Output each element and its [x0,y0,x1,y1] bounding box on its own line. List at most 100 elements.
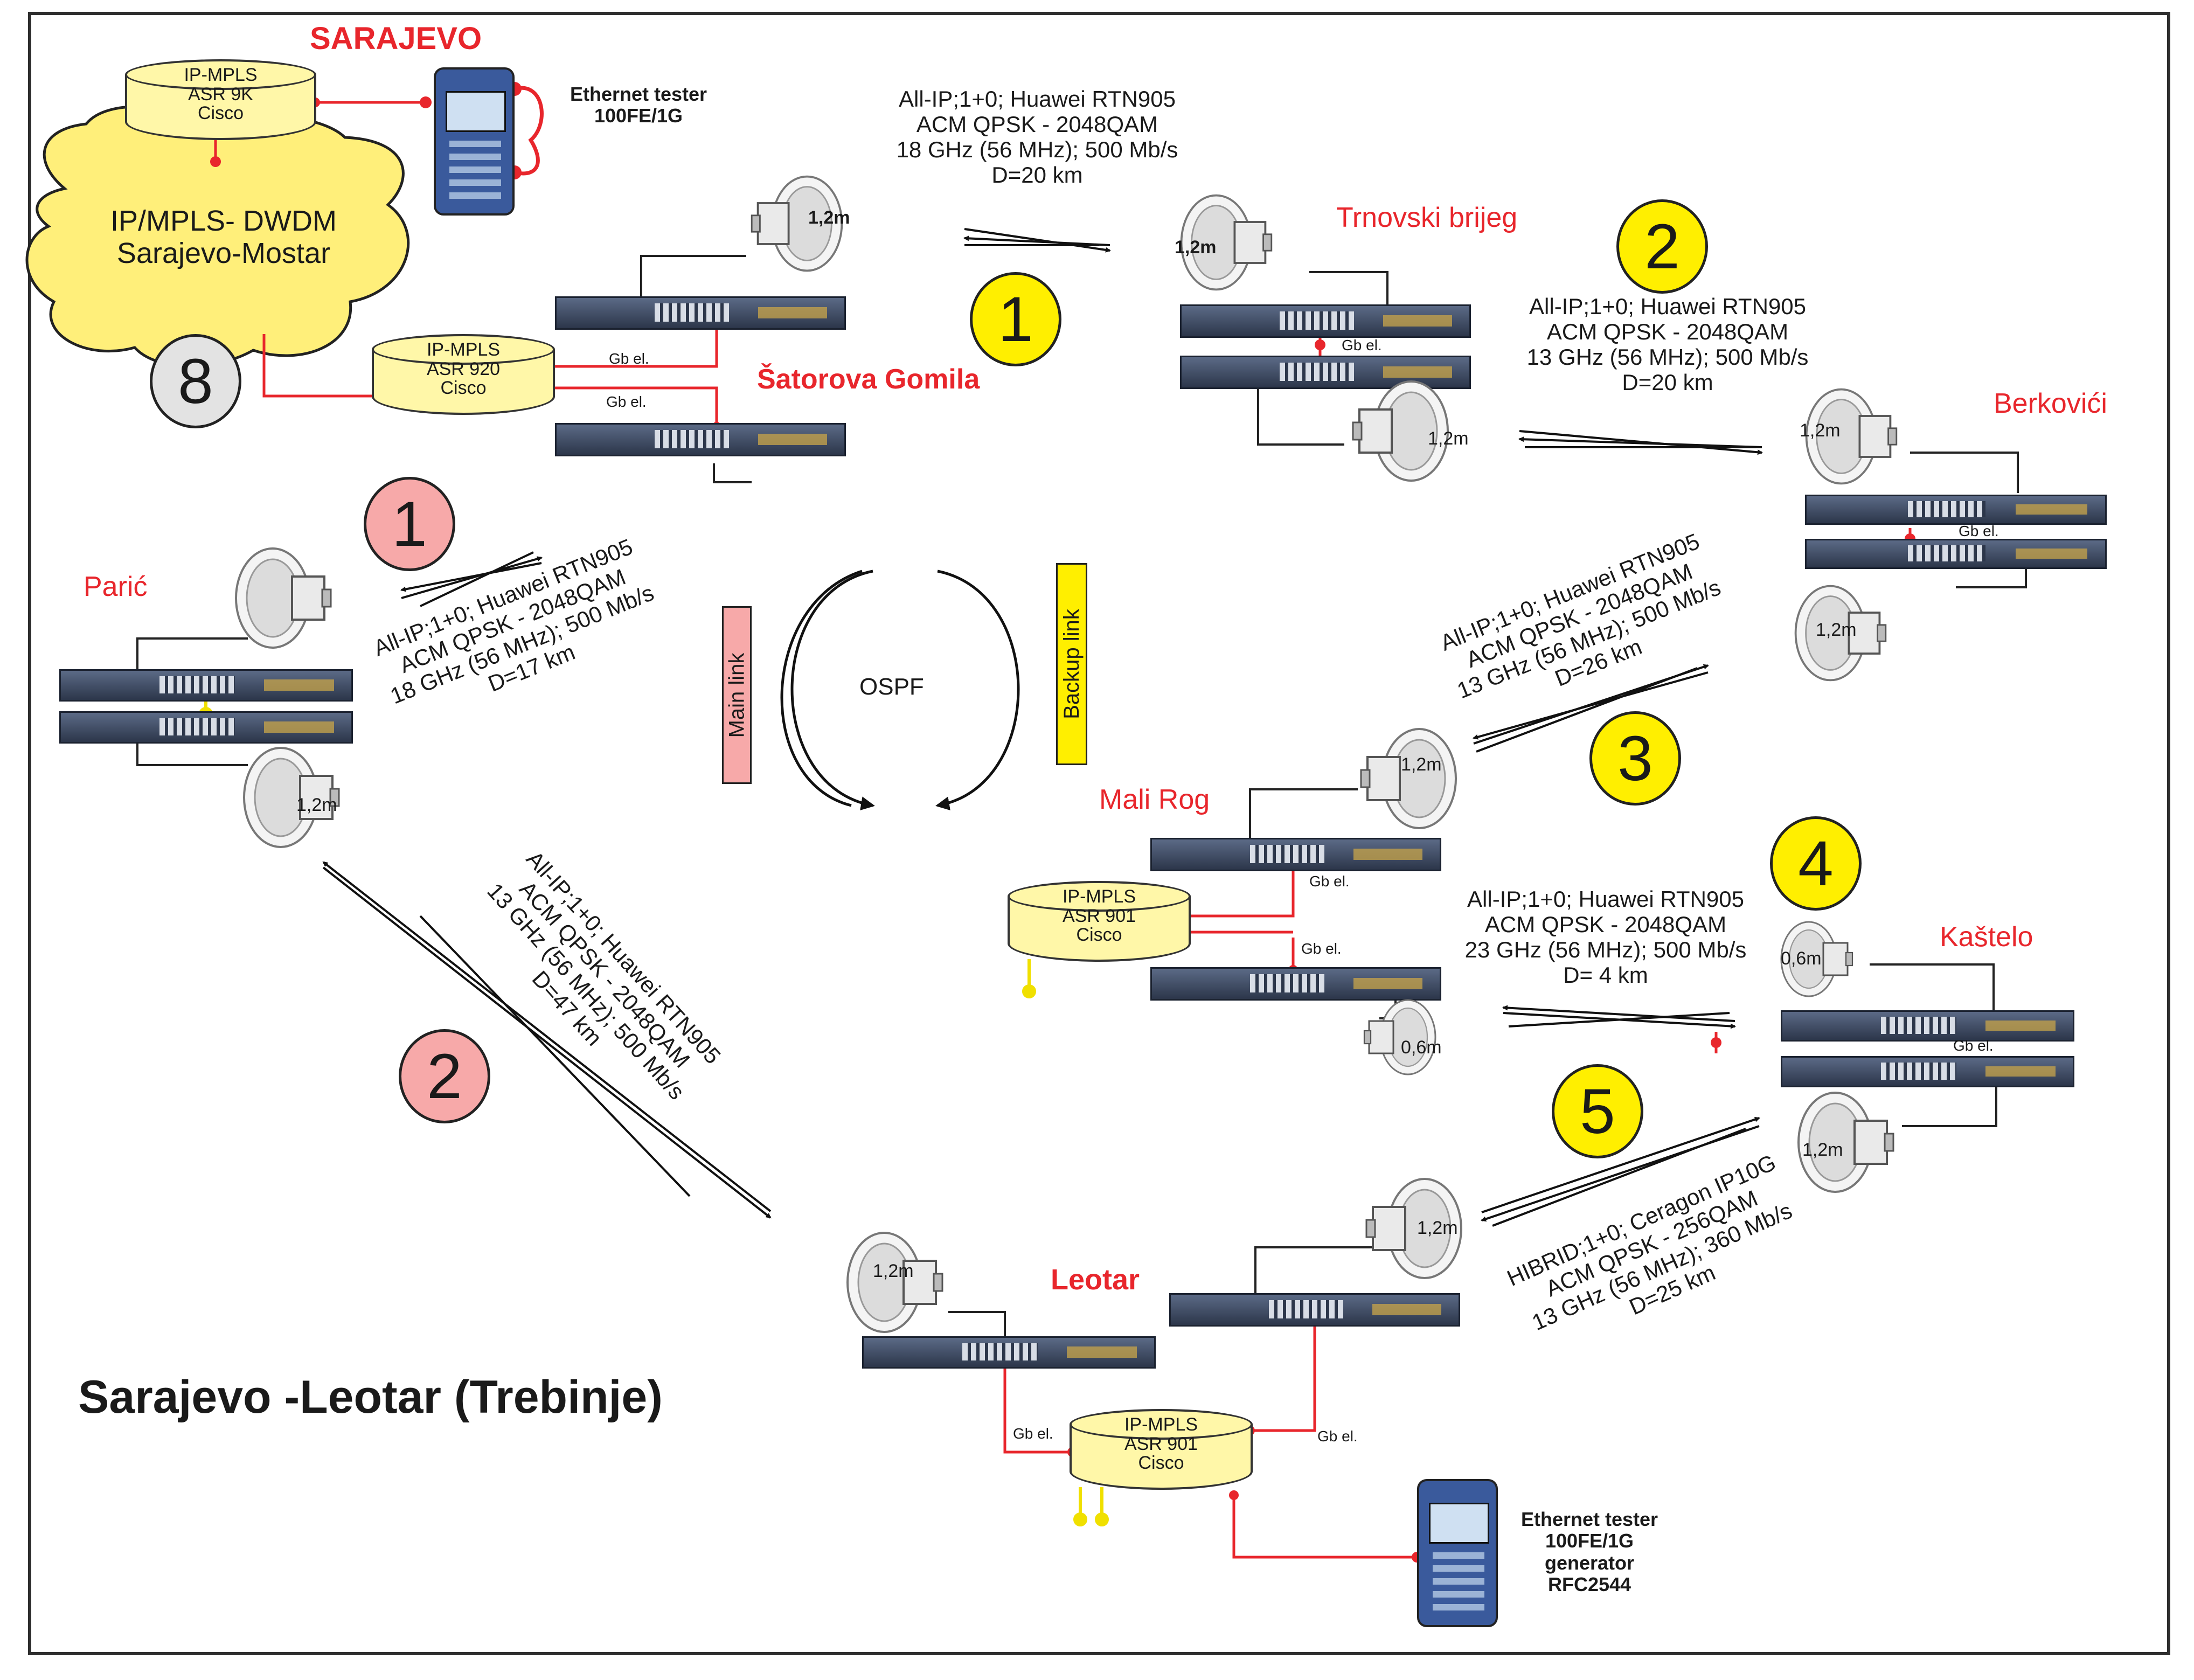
dish-antenna-icon [232,544,339,652]
gb-label: Gb el. [1953,1037,1994,1054]
ethernet-tester-device [434,67,515,216]
antenna-size-label: 1,2m [1401,754,1442,775]
hop-3-marker: 3 [1589,711,1681,806]
antenna-size-label: 1,2m [1175,237,1217,258]
hop-8-marker: 8 [150,334,241,428]
gb-label: Gb el. [1309,873,1350,890]
idu-unit [555,296,846,330]
site-leotar: Leotar [1051,1264,1140,1296]
link-line: All-IP;1+0; Huawei RTN905 [1529,294,1806,319]
tester-line: 100FE/1G [1545,1530,1634,1552]
site-kastelo: Kaštelo [1940,921,2033,953]
antenna-size-label: 1,2m [873,1261,914,1281]
backup-hop-1-marker: 1 [364,477,455,571]
hop-1-marker: 1 [970,272,1061,366]
antenna-size-label: 1,2m [808,207,850,228]
hop-4-marker: 4 [1770,816,1862,911]
tester-label-bottom: Ethernet tester 100FE/1G generator RFC25… [1503,1508,1676,1595]
cloud-label: IP/MPLS- DWDM Sarajevo-Mostar [102,205,345,270]
router-vendor: Cisco [440,378,487,399]
link-line: D=20 km [1622,370,1713,395]
link-line: ACM QPSK - 2048QAM [916,112,1158,137]
radio-link-arrows [322,228,1763,1227]
router-model: ASR 920 [426,358,501,379]
site-berkovici: Berkovići [1994,388,2107,419]
antenna-size-label: 1,2m [296,795,337,815]
site-sarajevo: SARAJEVO [310,21,482,56]
idu-unit [1180,304,1471,338]
idu-unit [59,711,353,744]
idu-unit [555,423,846,456]
dish-antenna-icon [240,744,348,851]
antenna-size-label: 1,2m [1816,620,1857,640]
link-line: D= 4 km [1563,962,1648,988]
router-label: IP-MPLS [1062,886,1136,907]
ospf-arrows [780,570,1020,810]
link-line: 13 GHz (56 MHz); 500 Mb/s [1526,344,1809,370]
idu-unit [862,1336,1156,1369]
gb-label: Gb el. [1013,1425,1053,1442]
link-line: ACM QPSK - 2048QAM [1546,319,1789,345]
idu-unit [1150,838,1441,871]
antenna-size-label: 1,2m [1428,428,1469,449]
gb-label: Gb el. [1959,523,1999,539]
router-label: IP-MPLS [1124,1414,1198,1435]
main-link-label: Main link [725,652,748,738]
gb-label: Gb el. [1317,1428,1358,1445]
idu-unit [1150,967,1441,1001]
link-line: 18 GHz (56 MHz); 500 Mb/s [896,137,1178,163]
backup-link-label: Backup link [1059,609,1084,719]
dish-antenna-icon [1177,191,1280,294]
site-satorova-gomila: Šatorova Gomila [757,364,980,395]
idu-unit [1169,1293,1460,1327]
ethernet-tester-device [1417,1479,1498,1627]
router-model: ASR 901 [1062,905,1136,926]
link-label-trnovski-berkovici: All-IP;1+0; Huawei RTN905 ACM QPSK - 204… [1484,294,1851,395]
link-line: All-IP;1+0; Huawei RTN905 [1467,886,1744,912]
gb-label: Gb el. [606,393,647,410]
link-line: All-IP;1+0; Huawei RTN905 [899,86,1176,112]
router-label: IP-MPLS [426,339,501,360]
main-link-bar: Main link [722,606,752,784]
diagram-border [28,12,2170,1655]
hop-2-marker: 2 [1616,199,1708,294]
antenna-size-label: 0,6m [1781,948,1822,969]
link-line: ACM QPSK - 2048QAM [1484,912,1727,938]
gb-label: Gb el. [1342,337,1382,353]
antenna-size-label: 1,2m [1417,1218,1458,1238]
cloud-line-2: Sarajevo-Mostar [116,237,331,270]
site-paric: Parić [84,571,148,602]
link-label-satorova-trnovski: All-IP;1+0; Huawei RTN905 ACM QPSK - 204… [849,86,1226,188]
router-vendor: Cisco [1138,1453,1184,1474]
link-line: 23 GHz (56 MHz); 500 Mb/s [1464,937,1747,963]
dish-antenna-icon [843,1228,951,1336]
dish-antenna-icon [1352,725,1460,832]
idu-unit [1805,495,2107,525]
router-vendor: Cisco [197,103,244,124]
router-model: ASR 9K [188,84,253,105]
idu-unit [1781,1010,2074,1042]
tester-line: Ethernet tester [570,83,707,105]
backup-hop-2-marker: 2 [399,1029,490,1123]
tester-line: Ethernet tester [1520,1508,1658,1530]
router-label: IP-MPLS [184,65,258,85]
dish-antenna-icon [1358,997,1439,1078]
tester-line: 100FE/1G [594,105,683,127]
tester-line: generator [1544,1551,1635,1574]
antenna-size-label: 0,6m [1401,1037,1442,1058]
dish-antenna-icon [744,172,846,275]
backup-link-bar: Backup link [1056,563,1087,765]
tester-line: RFC2544 [1547,1573,1631,1595]
idu-unit [1781,1056,2074,1087]
ospf-label: OSPF [859,674,924,700]
idu-unit [59,669,353,702]
gb-label: Gb el. [1301,940,1342,957]
router-vendor: Cisco [1076,925,1122,946]
dish-antenna-icon [1802,385,1905,488]
gb-label: Gb el. [609,350,649,367]
